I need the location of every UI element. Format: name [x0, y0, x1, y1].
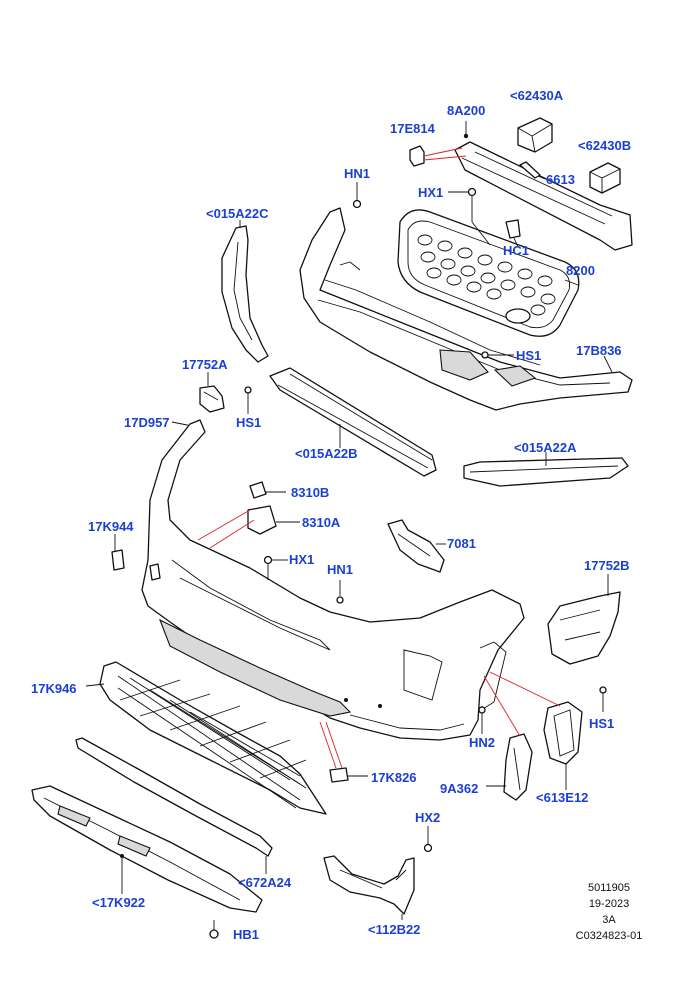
reference-line-3: 3A: [602, 914, 616, 926]
callout-17K946[interactable]: 17K946: [31, 681, 77, 696]
lower-grille-17K946: [99, 661, 327, 815]
callout-62430B[interactable]: <62430B: [578, 138, 632, 153]
stud-6613: [519, 161, 546, 180]
bumper-carrier-17B836: [299, 207, 633, 411]
bezel-9A362: [503, 733, 533, 801]
callout-7081[interactable]: 7081: [447, 536, 476, 551]
callout-8200[interactable]: 8200: [566, 263, 595, 278]
side-bracket-17752B: [547, 591, 621, 665]
callout-HS1-left[interactable]: HS1: [236, 415, 262, 430]
clip-17E814: [409, 145, 467, 167]
absorber-015A22A: [463, 457, 629, 487]
callout-015A22A[interactable]: <015A22A: [514, 440, 577, 455]
callout-17752B[interactable]: 17752B: [584, 558, 630, 573]
callout-613E12[interactable]: <613E12: [536, 790, 589, 805]
bracket-8310A: [247, 505, 277, 535]
callout-HC1[interactable]: HC1: [503, 243, 530, 258]
callout-17E814[interactable]: 17E814: [390, 121, 435, 136]
bracket-112B22: [323, 855, 415, 915]
bracket-62430A: [517, 117, 553, 153]
callout-HS1-right[interactable]: HS1: [589, 716, 615, 731]
callout-HN2[interactable]: HN2: [469, 735, 496, 750]
bracket-8310B: [249, 481, 267, 499]
screw-HX1-top: [448, 187, 491, 246]
bracket-62430B: [589, 162, 621, 194]
callout-8A200[interactable]: 8A200: [447, 103, 486, 118]
callout-672A24[interactable]: <672A24: [238, 875, 292, 890]
callout-6613[interactable]: 6613: [546, 172, 575, 187]
callout-112B22[interactable]: <112B22: [368, 922, 421, 937]
callout-62430A[interactable]: <62430A: [510, 88, 564, 103]
skid-plate-17K922: [31, 785, 263, 913]
callout-HB1[interactable]: HB1: [233, 927, 260, 942]
callout-9A362[interactable]: 9A362: [440, 781, 479, 796]
bracket-17752A: [199, 385, 225, 413]
callout-HX1-top[interactable]: HX1: [418, 185, 444, 200]
side-bracket-015A22C: [221, 225, 269, 363]
trim-strip-672A24: [75, 737, 273, 857]
callout-8310A[interactable]: 8310A: [302, 515, 341, 530]
callout-17K944[interactable]: 17K944: [88, 519, 134, 534]
callout-HN1-mid[interactable]: HN1: [327, 562, 354, 577]
callout-015A22C[interactable]: <015A22C: [206, 206, 269, 221]
callout-17D957[interactable]: 17D957: [124, 415, 170, 430]
callout-8310B[interactable]: 8310B: [291, 485, 330, 500]
callout-17B836[interactable]: 17B836: [576, 343, 622, 358]
callout-HS1-mid[interactable]: HS1: [516, 348, 542, 363]
absorber-015A22B: [269, 367, 437, 477]
callout-HN1-top[interactable]: HN1: [344, 166, 371, 181]
reference-line-1: 5011905: [587, 882, 630, 894]
clip-17K944: [111, 549, 161, 581]
reference-line-4: C0324823-01: [575, 930, 643, 942]
callout-015A22B[interactable]: <015A22B: [295, 446, 358, 461]
reference-line-2: 19-2023: [588, 898, 630, 910]
callout-HX2[interactable]: HX2: [415, 810, 441, 825]
reinforcement-beam-8A200: [454, 141, 633, 251]
drawing-reference-block: 5011905 19-2023 3A C0324823-01: [554, 880, 664, 944]
clip-17K826: [329, 767, 349, 783]
callout-17K826[interactable]: 17K826: [371, 770, 417, 785]
radiator-grille-8200: [397, 209, 580, 337]
callout-17K922[interactable]: <17K922: [92, 895, 146, 910]
lower-inner-trim: [158, 618, 352, 717]
bracket-7081: [387, 519, 445, 573]
clip-HC1: [505, 219, 521, 248]
callout-HX1-mid[interactable]: HX1: [289, 552, 315, 567]
fog-lamp-bezel-613E12: [543, 701, 583, 765]
callout-17752A[interactable]: 17752A: [182, 357, 228, 372]
